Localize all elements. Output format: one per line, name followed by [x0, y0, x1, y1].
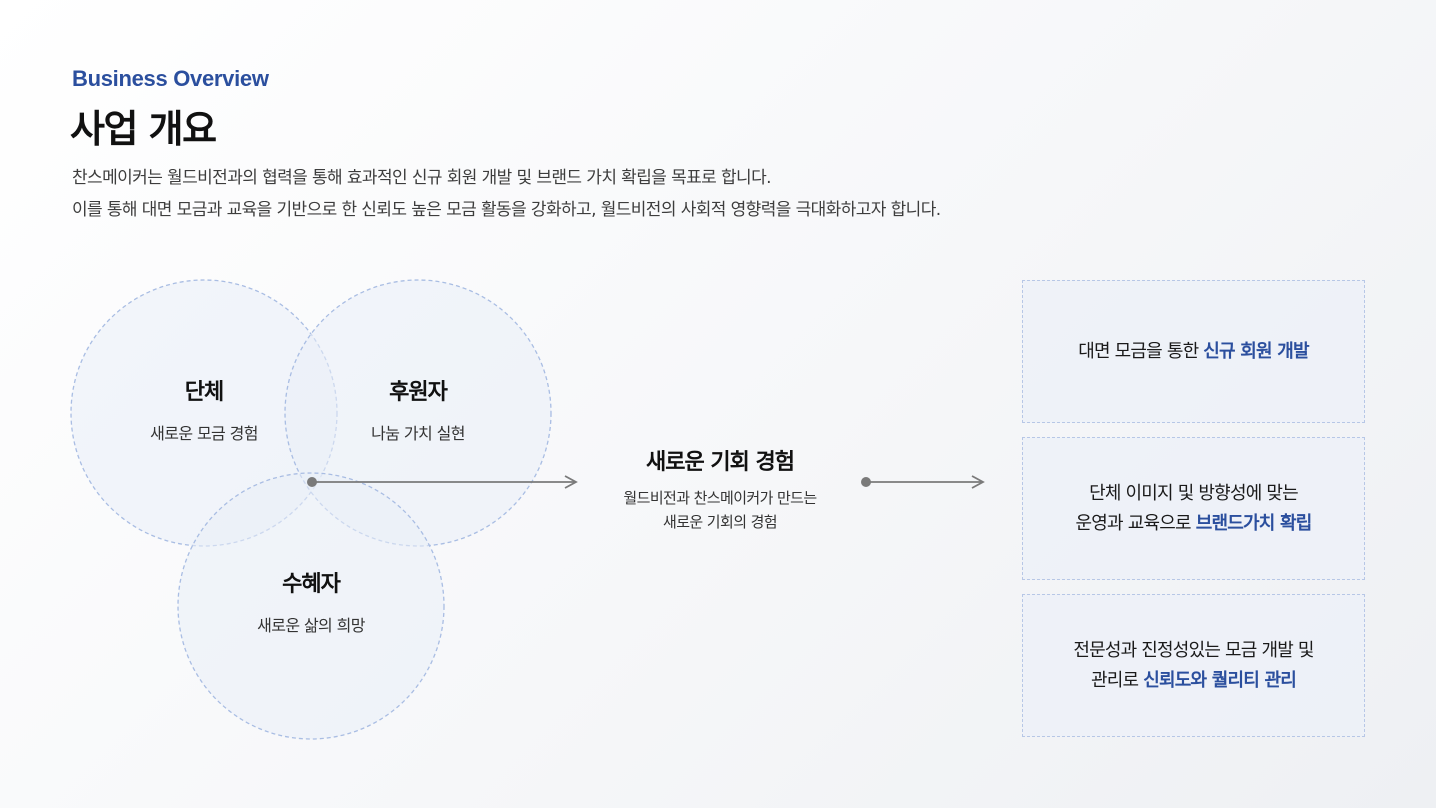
goal-plain: 대면 모금을 통한: [1078, 340, 1204, 362]
venn-label-organization: 단체 새로운 모금 경험: [94, 374, 314, 444]
goal-plain: 단체 이미지 및 방향성에 맞는: [1089, 482, 1299, 504]
goal-highlight: 브랜드가치 확립: [1195, 512, 1313, 534]
eyebrow-label: Business Overview: [72, 66, 269, 91]
page-title: 사업 개요: [70, 107, 217, 151]
venn-name-donor: 후원자: [389, 380, 448, 405]
page-description: 찬스메이커는 월드비전과의 협력을 통해 효과적인 신규 회원 개발 및 브랜드…: [72, 162, 941, 226]
goal-plain: 운영과 교육으로: [1075, 512, 1196, 534]
center-title: 새로운 기회 경험: [646, 450, 795, 475]
description-line-1: 찬스메이커는 월드비전과의 협력을 통해 효과적인 신규 회원 개발 및 브랜드…: [72, 168, 772, 188]
venn-name-organization: 단체: [184, 380, 224, 405]
arrow2-start-dot: [861, 477, 871, 487]
goal-line: 관리로 신뢰도와 퀄리티 관리: [1073, 666, 1313, 696]
goal-highlight: 신규 회원 개발: [1203, 340, 1309, 362]
venn-label-donor: 후원자 나눔 가치 실현: [308, 374, 528, 444]
center-description: 월드비전과 찬스메이커가 만드는 새로운 기회의 경험: [600, 486, 840, 534]
venn-name-beneficiary: 수혜자: [282, 572, 341, 597]
goal-box-trust-quality: 전문성과 진정성있는 모금 개발 및 관리로 신뢰도와 퀄리티 관리: [1022, 594, 1365, 737]
goal-plain: 관리로: [1091, 669, 1144, 691]
venn-sub-beneficiary: 새로운 삶의 희망: [257, 616, 365, 635]
center-experience: 새로운 기회 경험 월드비전과 찬스메이커가 만드는 새로운 기회의 경험: [600, 444, 840, 534]
goal-line: 단체 이미지 및 방향성에 맞는: [1076, 479, 1312, 509]
venn-label-beneficiary: 수혜자 새로운 삶의 희망: [201, 566, 421, 636]
arrow-start-dot: [307, 477, 317, 487]
goal-text: 대면 모금을 통한 신규 회원 개발: [1078, 337, 1309, 367]
goal-line: 운영과 교육으로 브랜드가치 확립: [1075, 509, 1313, 539]
goal-text: 단체 이미지 및 방향성에 맞는 운영과 교육으로 브랜드가치 확립: [1075, 479, 1313, 539]
goal-line: 전문성과 진정성있는 모금 개발 및: [1073, 636, 1314, 666]
goal-box-brand-value: 단체 이미지 및 방향성에 맞는 운영과 교육으로 브랜드가치 확립: [1022, 437, 1365, 580]
goal-line: 대면 모금을 통한 신규 회원 개발: [1078, 337, 1309, 367]
center-desc-line-2: 새로운 기회의 경험: [663, 513, 778, 531]
goal-highlight: 신뢰도와 퀄리티 관리: [1143, 669, 1297, 691]
venn-sub-organization: 새로운 모금 경험: [150, 424, 258, 443]
goal-text: 전문성과 진정성있는 모금 개발 및 관리로 신뢰도와 퀄리티 관리: [1073, 636, 1314, 696]
goal-plain: 전문성과 진정성있는 모금 개발 및: [1073, 639, 1314, 661]
description-line-2: 이를 통해 대면 모금과 교육을 기반으로 한 신뢰도 높은 모금 활동을 강화…: [72, 200, 941, 220]
goal-box-new-members: 대면 모금을 통한 신규 회원 개발: [1022, 280, 1365, 423]
venn-circle-beneficiary: [177, 472, 445, 740]
center-desc-line-1: 월드비전과 찬스메이커가 만드는: [623, 489, 817, 507]
venn-sub-donor: 나눔 가치 실현: [371, 424, 465, 443]
